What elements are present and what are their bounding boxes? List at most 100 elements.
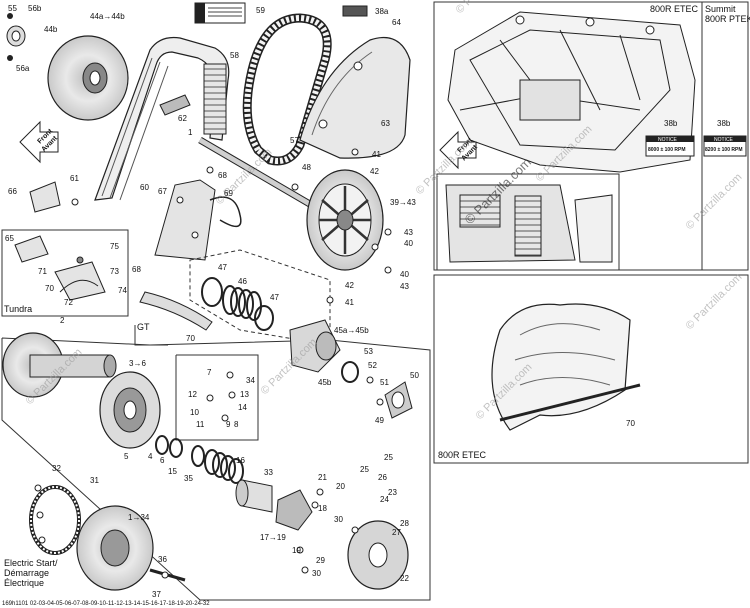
- panel-label-summit: Summit: [705, 4, 736, 14]
- decal-label: [194, 2, 246, 24]
- callout: 34: [246, 376, 255, 385]
- tensioner-bracket: [29, 181, 61, 213]
- rpm-decal-ptek: [703, 135, 747, 157]
- callout: 37: [152, 590, 161, 599]
- callout: 7: [207, 368, 212, 377]
- callout: 65: [5, 234, 14, 243]
- callout: 66: [8, 187, 17, 196]
- watermark-9: © Partzilla.com: [684, 171, 745, 232]
- callout: 67: [158, 187, 167, 196]
- callout: 14: [238, 403, 247, 412]
- chassis-frame: [447, 11, 696, 173]
- bearing-flange: [384, 381, 413, 419]
- callout: 58: [230, 51, 239, 60]
- callout: 70: [186, 334, 195, 343]
- panel-label-ptek: 800R PTEK: [705, 14, 750, 24]
- callout: 11: [196, 420, 205, 429]
- callout: 4: [148, 452, 153, 461]
- panel-label-gt: GT: [137, 322, 150, 332]
- callout: 70: [626, 419, 635, 428]
- callout: 56b: [28, 4, 42, 13]
- callout: 75: [110, 242, 119, 251]
- callout: 40: [404, 239, 413, 248]
- callout: 47: [218, 263, 227, 272]
- callout: 70: [45, 284, 54, 293]
- watermark-6: © Partzilla.com: [684, 271, 745, 332]
- callout: 38b: [717, 119, 731, 128]
- governor-cup: [235, 479, 273, 513]
- callout: 48: [302, 163, 311, 172]
- bearing-seal: [6, 13, 26, 61]
- mount-bracket: [154, 179, 216, 261]
- rpm-ptek: 8200 ± 100 RPM: [705, 147, 743, 153]
- belt-guard-bracket: [94, 36, 230, 201]
- front-arrow-chassis: [439, 130, 477, 170]
- callout: 15: [168, 467, 177, 476]
- jackshaft: [198, 136, 322, 214]
- callout: 27: [392, 528, 401, 537]
- drive-belt: [242, 13, 332, 166]
- drive-pulley-fixed-sheave: [2, 332, 117, 398]
- callout: 42: [345, 281, 354, 290]
- callout: 51: [380, 378, 389, 387]
- engine-detail: [445, 184, 613, 263]
- callout: 1: [188, 128, 193, 137]
- callout: 38a: [375, 7, 389, 16]
- callout: 3→6: [129, 359, 146, 368]
- tundra-bracket: [54, 256, 106, 301]
- clutch-spring: [204, 449, 244, 484]
- callout: 23: [388, 488, 397, 497]
- callout: 1→34: [128, 513, 150, 522]
- callout: 36: [158, 555, 167, 564]
- panel-label-electric-3: Électrique: [4, 578, 44, 588]
- small-hardware: [34, 148, 392, 579]
- callout: 22: [400, 574, 409, 583]
- callout: 50: [410, 371, 419, 380]
- ring-gear: [29, 485, 81, 555]
- callout: 45a→45b: [334, 326, 369, 335]
- chaincase-bracket: [491, 303, 641, 431]
- driven-pulley: [306, 169, 384, 271]
- callout: 73: [110, 267, 119, 276]
- footer-code: 169h1101 02-03-04-05-06-07-08-09-10-11-1…: [2, 601, 210, 607]
- spacer-rings: [155, 435, 205, 467]
- callout: 55: [8, 4, 17, 13]
- callout: 6: [160, 456, 165, 465]
- callout: 30: [334, 515, 343, 524]
- callout: 69: [224, 189, 233, 198]
- callout: 68: [132, 265, 141, 274]
- drive-cover: [347, 520, 409, 590]
- callout: 26: [378, 473, 387, 482]
- dashed-subassembly: [189, 249, 331, 346]
- callout: 16: [236, 456, 245, 465]
- callout: 38b: [664, 119, 678, 128]
- callout: 8: [234, 420, 239, 429]
- panel-label-etec-top: 800R ETEC: [650, 4, 699, 14]
- notice-etec: NOTICE: [658, 137, 678, 143]
- callout: 21: [318, 473, 327, 482]
- callout: 41: [372, 150, 381, 159]
- panel-label-tundra: Tundra: [4, 304, 32, 314]
- callout: 56a: [16, 64, 30, 73]
- callout: 13: [240, 390, 249, 399]
- belt-guard-cover: [299, 36, 411, 159]
- cable-spring: [209, 196, 242, 228]
- callout: 68: [218, 171, 227, 180]
- callout: 60: [140, 183, 149, 192]
- callout: 44b: [44, 25, 58, 34]
- callout: 32: [52, 464, 61, 473]
- callout: 25: [360, 465, 369, 474]
- callout: 62: [178, 114, 187, 123]
- callout: 57: [290, 136, 299, 145]
- callout: 59: [256, 6, 265, 15]
- callout: 25: [384, 453, 393, 462]
- panel-label-electric-2: Démarrage: [4, 568, 49, 578]
- callout: 64: [392, 18, 401, 27]
- callout: 46: [238, 277, 247, 286]
- callout: 9: [226, 420, 231, 429]
- callout: 20: [336, 482, 345, 491]
- callout: 2: [60, 316, 65, 325]
- callout: 35: [184, 474, 193, 483]
- callout: 52: [368, 361, 377, 370]
- callout: 71: [38, 267, 47, 276]
